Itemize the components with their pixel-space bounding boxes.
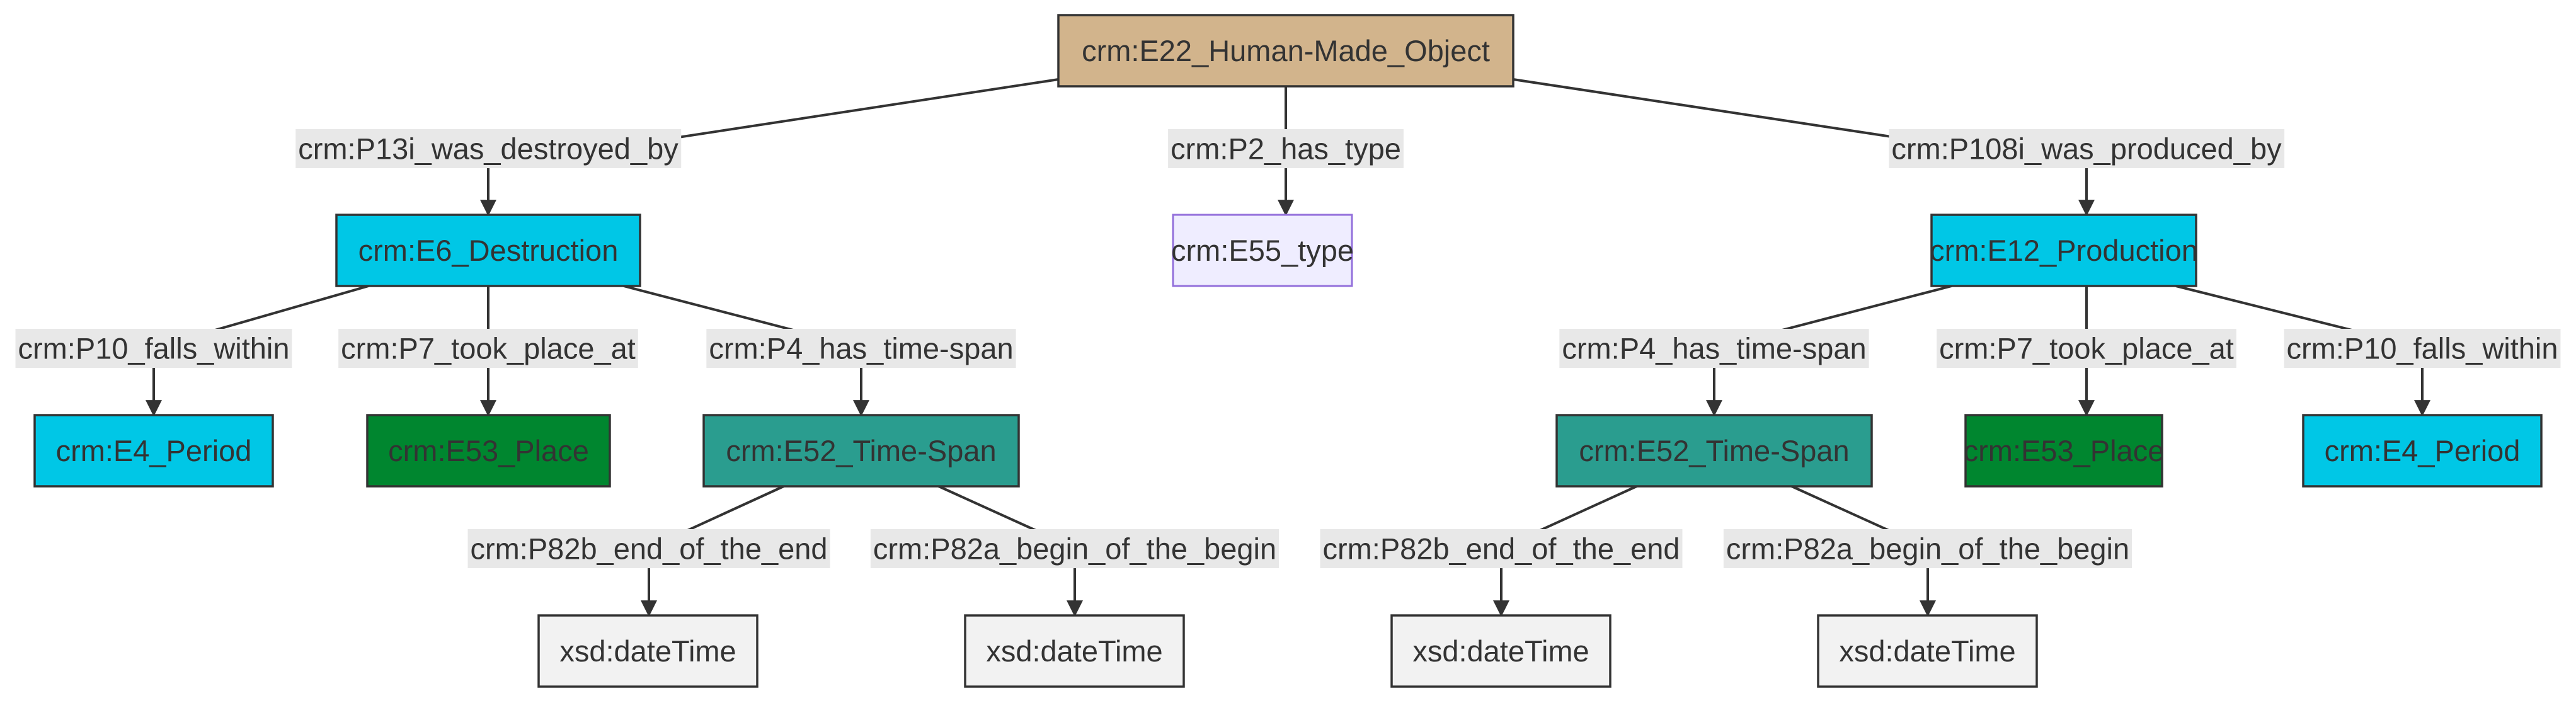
node-box [537,614,758,688]
node-box [1555,414,1873,488]
node-label: crm:E6_Destruction [358,234,619,267]
edge-label: crm:P7_took_place_at [338,329,638,368]
edge-label-text: crm:P7_took_place_at [1939,332,2234,365]
node-label: crm:E53_Place [1964,434,2165,467]
edge-label: crm:P2_has_type [1168,129,1404,168]
node-label: crm:E4_Period [56,434,252,467]
edge-label-background [338,329,638,368]
edge-label-background [1559,329,1869,368]
node-label: crm:E52_Time-Span [1579,434,1849,467]
node-dt2: xsd:dateTime [964,614,1185,688]
node-dt4: xsd:dateTime [1817,614,2038,688]
edge-label-text: crm:P2_has_type [1171,132,1401,166]
edge-label-text: crm:P108i_was_produced_by [1891,132,2282,166]
edge-label-text: crm:P4_has_time-span [709,332,1013,365]
node-label: xsd:dateTime [1839,634,2015,668]
node-label: crm:E55_type [1171,234,1354,267]
edge-label-background [1168,129,1404,168]
node-box [1172,214,1353,287]
node-box [1057,14,1514,88]
edge-label-background [870,529,1279,568]
nodes-layer: crm:E22_Human-Made_Object crm:E6_Destruct… [33,14,2543,688]
node-label: crm:E22_Human-Made_Object [1082,34,1490,67]
node-label: xsd:dateTime [986,634,1162,668]
edge-label-text: crm:P82b_end_of_the_end [1322,532,1680,566]
node-period2: crm:E4_Period [2302,414,2543,488]
node-box [964,614,1185,688]
edge-label: crm:P82b_end_of_the_end [467,529,830,568]
node-place2: crm:E53_Place [1964,414,2165,488]
edge-label-text: crm:P10_falls_within [18,332,289,365]
node-box [33,414,274,488]
edge-label-background [1937,329,2236,368]
node-label: crm:E52_Time-Span [726,434,996,467]
node-label: crm:E12_Production [1930,234,2198,267]
node-box [702,414,1020,488]
edge-label-background [467,529,830,568]
edge-label-text: crm:P82a_begin_of_the_begin [873,532,1276,566]
edge-label-text: crm:P7_took_place_at [341,332,636,365]
edge-label-background [1320,529,1683,568]
edge-label: crm:P4_has_time-span [1559,329,1869,368]
edge-label: crm:P82a_begin_of_the_begin [1723,529,2132,568]
edge-label: crm:P10_falls_within [15,329,292,368]
node-box [1390,614,1611,688]
edge-label-background [2284,329,2561,368]
edge-label-text: crm:P13i_was_destroyed_by [298,132,678,166]
node-box [1930,214,2197,287]
edge-label: crm:P82b_end_of_the_end [1320,529,1683,568]
node-ts1: crm:E52_Time-Span [702,414,1020,488]
node-dt1: xsd:dateTime [537,614,758,688]
node-box [2302,414,2543,488]
edge-label-text: crm:P10_falls_within [2286,332,2558,365]
node-label: crm:E4_Period [2325,434,2521,467]
edge-label-background [706,329,1016,368]
edge-label: crm:P4_has_time-span [706,329,1016,368]
node-box [366,414,611,488]
node-place1: crm:E53_Place [366,414,611,488]
edge-label: crm:P82a_begin_of_the_begin [870,529,1279,568]
edge-label-background [1723,529,2132,568]
edge-label-text: crm:P82a_begin_of_the_begin [1726,532,2129,566]
node-label: xsd:dateTime [1412,634,1589,668]
node-box [335,214,641,287]
edge-label: crm:P10_falls_within [2284,329,2561,368]
edge-label-background [1889,129,2285,168]
edge-label-text: crm:P82b_end_of_the_end [470,532,827,566]
edge-label-background [295,129,682,168]
node-label: crm:E53_Place [388,434,589,467]
edge-label: crm:P7_took_place_at [1937,329,2236,368]
node-box [1817,614,2038,688]
edge-label-text: crm:P4_has_time-span [1562,332,1866,365]
edge-labels-layer: crm:P13i_was_destroyed_by crm:P2_has_type… [15,129,2561,568]
edge-label-background [15,329,292,368]
edge-label: crm:P13i_was_destroyed_by [295,129,682,168]
node-dt3: xsd:dateTime [1390,614,1611,688]
node-label: xsd:dateTime [559,634,736,668]
node-type: crm:E55_type [1171,214,1354,287]
edge-label: crm:P108i_was_produced_by [1889,129,2285,168]
node-obj: crm:E22_Human-Made_Object [1057,14,1514,88]
node-prod: crm:E12_Production [1930,214,2198,287]
node-box [1964,414,2163,488]
node-destr: crm:E6_Destruction [335,214,641,287]
node-ts2: crm:E52_Time-Span [1555,414,1873,488]
node-period1: crm:E4_Period [33,414,274,488]
